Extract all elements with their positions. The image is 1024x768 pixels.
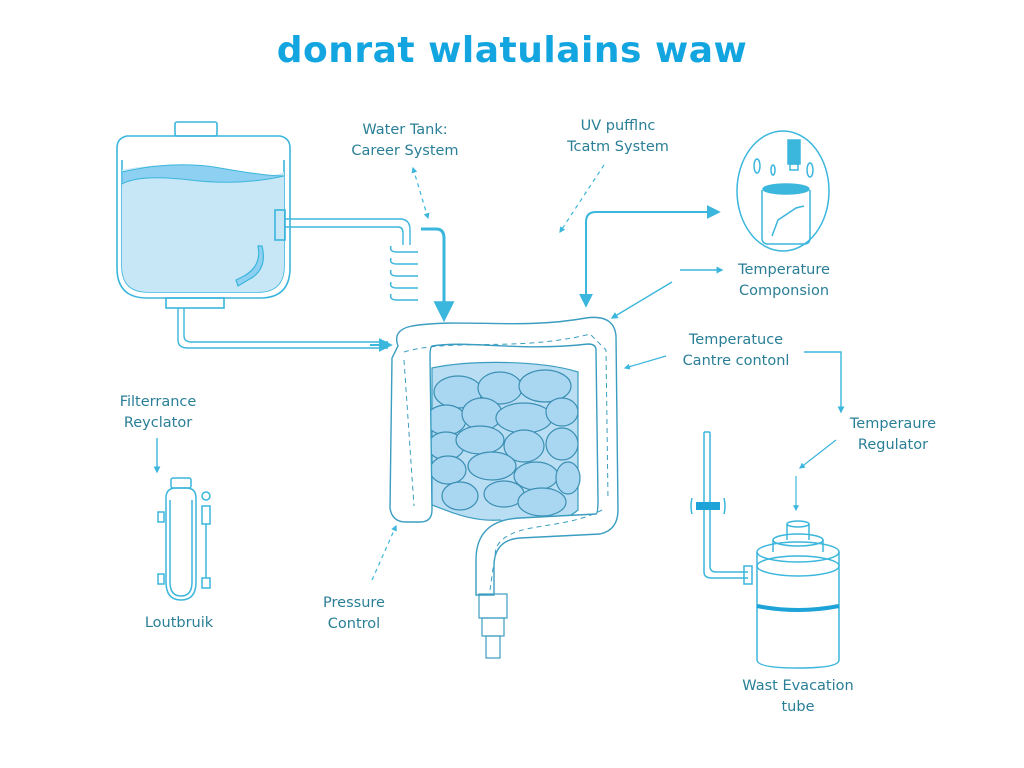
- diagram-title: donrat wlatulains waw: [276, 30, 748, 71]
- label-line: Temperature: [738, 262, 830, 278]
- arrow-icon: [623, 355, 667, 370]
- arrow-icon: [371, 524, 397, 581]
- label-line: Pressure: [323, 595, 385, 611]
- arrow-icon: [579, 205, 721, 308]
- label-line: Water Tank:: [362, 122, 448, 138]
- label-line: Loutbruik: [144, 615, 214, 631]
- label-line: Filterrance: [119, 394, 197, 410]
- label-line: UV pufflnc: [580, 118, 656, 134]
- label-temp-reg: Temperaure Regulator: [838, 414, 948, 456]
- label-temp-comp: Temperature Componsion: [724, 260, 844, 302]
- label-line: Temperatuce: [688, 332, 784, 348]
- coil-icon: [389, 227, 446, 312]
- label-line: Tcatm System: [567, 139, 669, 155]
- label-line: Wast Evacation: [742, 678, 854, 694]
- arrow-icon: [799, 439, 837, 469]
- label-line: Reyclator: [123, 415, 193, 431]
- label-line: Temperaure: [849, 416, 937, 432]
- label-pressure: Pressure Control: [306, 593, 402, 635]
- waste-canister-icon: [690, 431, 840, 669]
- label-uv: UV pufflnc Tcatm System: [548, 116, 688, 158]
- label-filter: Filterrance Reyclator: [100, 392, 216, 434]
- uv-device-icon: [736, 130, 830, 252]
- label-loutbruik: Loutbruik: [124, 613, 234, 634]
- water-tank-icon: [116, 121, 411, 349]
- label-line: Componsion: [738, 283, 830, 299]
- arrow-icon: [610, 281, 673, 319]
- label-line: Control: [327, 616, 381, 632]
- label-line: Cantre contonl: [682, 353, 790, 369]
- intestine-icon: [389, 316, 619, 659]
- label-temp-centre: Temperatuce Cantre contonl: [668, 330, 804, 372]
- arrow-icon: [559, 164, 605, 234]
- label-line: tube: [781, 699, 815, 715]
- label-waste: Wast Evacation tube: [730, 676, 866, 718]
- label-water-tank: Water Tank: Career System: [340, 120, 470, 162]
- label-line: Regulator: [857, 437, 929, 453]
- arrow-icon: [804, 351, 845, 414]
- label-line: Career System: [351, 143, 459, 159]
- arrow-icon: [411, 166, 430, 220]
- filter-bottle-icon: [157, 477, 211, 601]
